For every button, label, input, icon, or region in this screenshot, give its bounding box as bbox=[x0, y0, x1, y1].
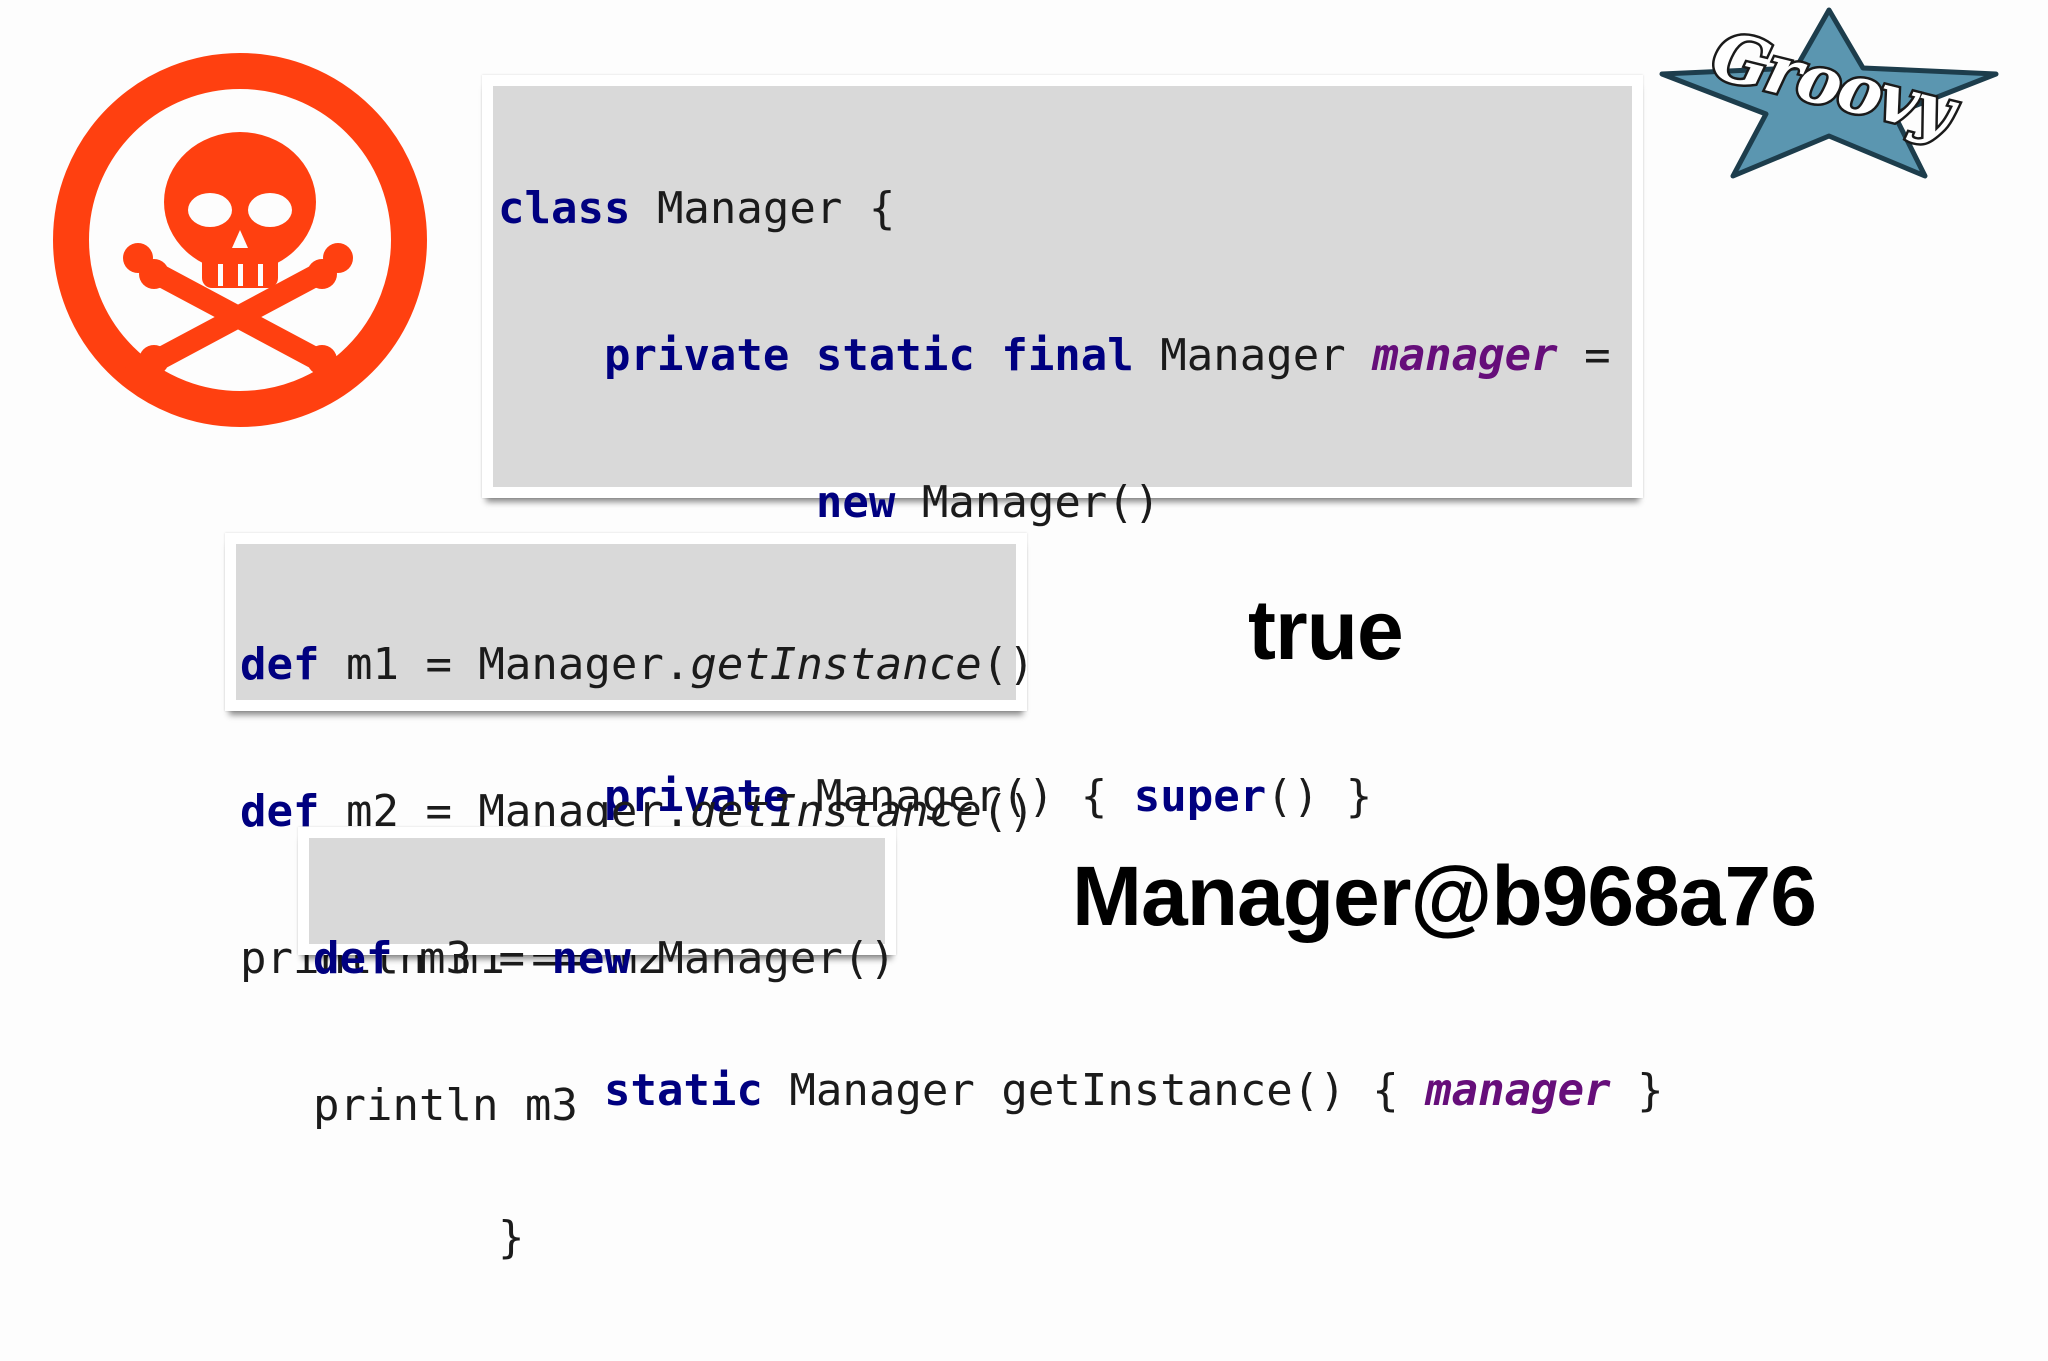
class-code-panel bbox=[493, 86, 1632, 487]
code-line: private static final Manager manager = bbox=[603, 330, 1611, 381]
code-line: def m3 = new Manager() bbox=[313, 933, 896, 984]
instance-result: Manager@b968a76 bbox=[1072, 849, 1817, 943]
slide: Groovy class Manager { private static fi… bbox=[53, 7, 1999, 1262]
code-line: private Manager() { super() } bbox=[603, 771, 1373, 822]
class-code-box: class Manager { private static final Man… bbox=[482, 75, 1664, 1262]
code-line: println m3 bbox=[313, 1080, 578, 1131]
skull-crossbones-icon bbox=[53, 53, 427, 427]
code-line: class Manager { bbox=[498, 183, 896, 234]
code-line: static Manager getInstance() { manager } bbox=[603, 1065, 1664, 1116]
code-line: def m1 = Manager.getInstance() bbox=[240, 639, 1035, 690]
new-instance-code-box: def m3 = new Manager() println m3 bbox=[298, 827, 896, 1130]
singleton-code-panel bbox=[236, 544, 1016, 700]
code-line: new Manager() bbox=[815, 477, 1161, 528]
groovy-logo: Groovy bbox=[1659, 7, 1999, 179]
new-instance-code-panel bbox=[309, 838, 885, 944]
class-code: class Manager { private static final Man… bbox=[498, 86, 1664, 1360]
new-instance-code: def m3 = new Manager() println m3 bbox=[313, 836, 896, 1228]
equality-result: true bbox=[1248, 583, 1404, 677]
singleton-code-box: def m1 = Manager.getInstance() def m2 = … bbox=[225, 533, 1035, 983]
